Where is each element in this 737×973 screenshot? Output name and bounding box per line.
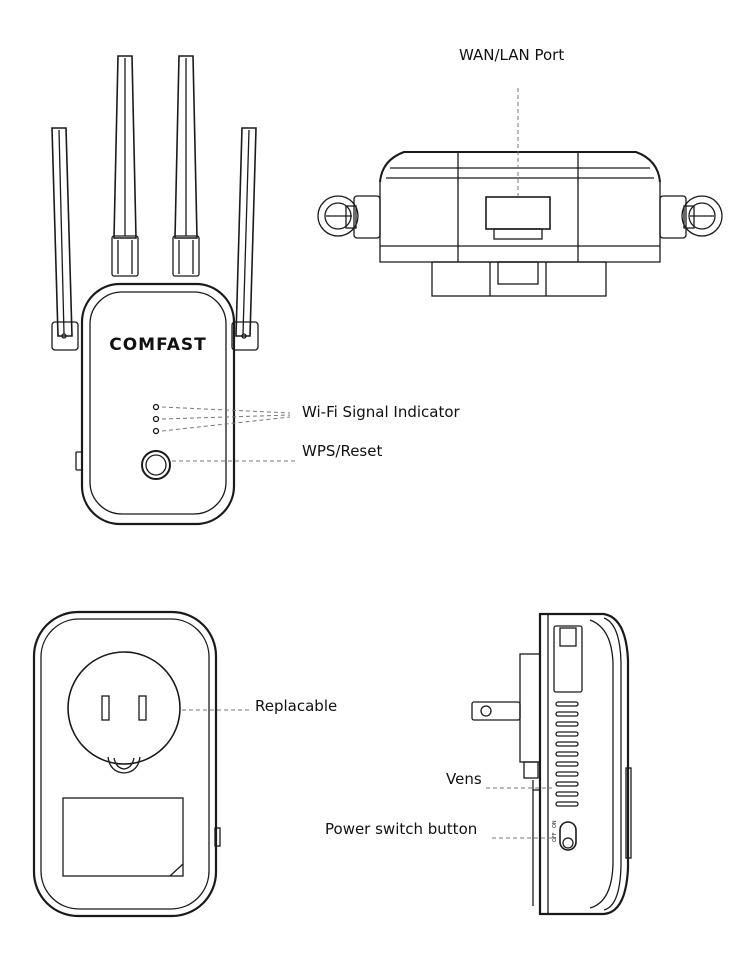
switch-mark-off: OFF: [552, 832, 558, 842]
label-wifi-signal-indicator: Wi-Fi Signal Indicator: [302, 403, 460, 421]
label-power-switch-button: Power switch button: [325, 820, 478, 838]
top-view-antenna-hinge-right: [659, 195, 723, 239]
switch-mark-on: ON: [552, 820, 558, 828]
label-wan-lan-port: WAN/LAN Port: [459, 46, 565, 64]
front-body: [80, 282, 236, 526]
top-view: [317, 151, 723, 297]
top-view-plug-block: [431, 261, 607, 297]
power-switch: OFF ON: [552, 820, 577, 851]
label-replacable: Replacable: [255, 697, 338, 715]
brand-logo: COMFAST: [109, 335, 207, 355]
antenna-outer-right: [231, 127, 259, 351]
front-view: COMFAST: [51, 55, 259, 526]
top-view-antenna-hinge-left: [317, 195, 381, 239]
led-indicator-1: [152, 403, 160, 411]
antenna-inner-right: [172, 55, 200, 277]
antenna-outer-left: [51, 127, 79, 351]
side-view: OFF ON: [471, 612, 632, 916]
replaceable-plug: [67, 651, 181, 774]
side-leader-lines: [486, 787, 556, 839]
antenna-inner-left: [111, 55, 139, 277]
back-view: [32, 610, 221, 918]
label-wps-reset: WPS/Reset: [302, 442, 383, 460]
side-vents: [555, 701, 579, 807]
front-panel: [89, 291, 227, 515]
led-indicator-2: [152, 415, 160, 423]
label-vens: Vens: [446, 770, 482, 788]
front-leader-lines: [161, 406, 296, 462]
back-label-area: [62, 797, 184, 877]
wan-lan-port: [485, 196, 551, 240]
side-plug: [471, 653, 541, 906]
led-indicator-3: [152, 427, 160, 435]
wps-reset-button: [141, 450, 171, 480]
